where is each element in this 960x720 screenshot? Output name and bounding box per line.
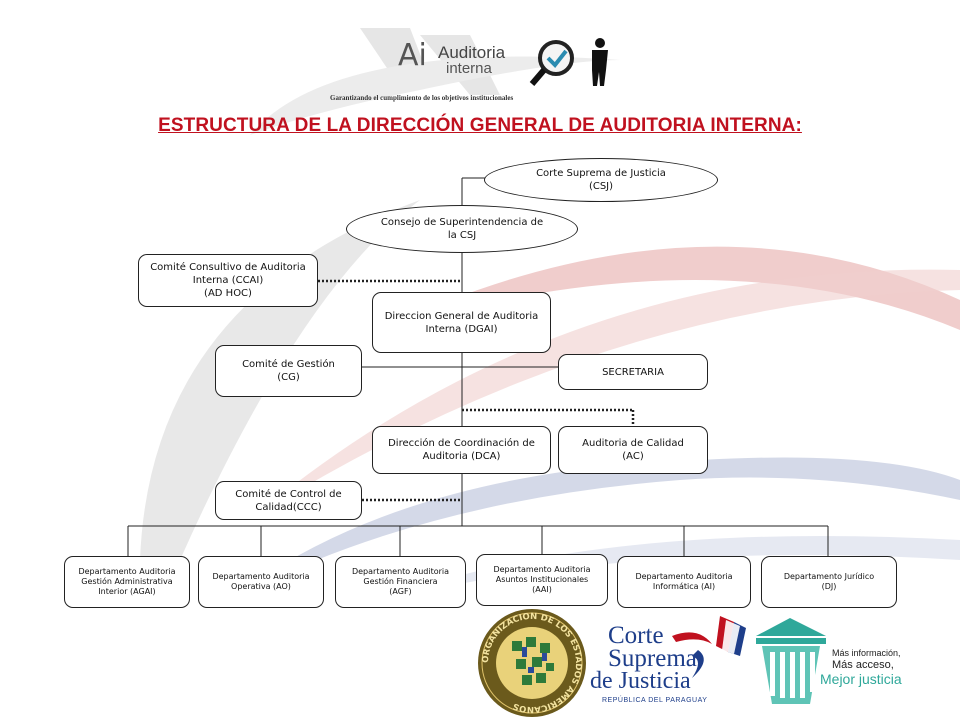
logo-line2: interna [446,60,492,77]
slogan-line2: Más acceso, [832,659,894,671]
node-ccc-label: Comité de Control de Calidad(CCC) [235,488,342,513]
logo-line1: Auditoria [438,43,506,62]
node-dj-label: Departamento Jurídico (DJ) [783,572,875,591]
node-aai: Departamento Auditoria Asuntos Instituci… [476,554,608,606]
node-dj: Departamento Jurídico (DJ) [761,556,897,608]
node-dgai: Direccion General de Auditoria Interna (… [372,292,551,353]
node-csj-label: Corte Suprema de Justicia (CSJ) [536,168,666,192]
node-agf: Departamento Auditoria Gestión Financier… [335,556,466,608]
logo-tagline: Garantizando el cumplimiento de los obje… [330,94,514,102]
node-ai-label: Departamento Auditoria Informática (AI) [635,572,733,591]
node-dca: Dirección de Coordinación de Auditoria (… [372,426,551,474]
node-ccc: Comité de Control de Calidad(CCC) [215,481,362,520]
node-ao-label: Departamento Auditoria Operativa (AO) [212,572,310,591]
node-cg-label: Comité de Gestión (CG) [242,359,335,383]
csj-logo-line2: Suprema [608,645,697,672]
magnifier-person-icon [529,38,608,86]
node-secretaria: SECRETARIA [558,354,708,390]
node-agf-label: Departamento Auditoria Gestión Financier… [351,567,450,596]
node-ai: Departamento Auditoria Informática (AI) [617,556,751,608]
node-agai-label: Departamento Auditoria Gestión Administr… [78,567,176,596]
node-aai-label: Departamento Auditoria Asuntos Instituci… [493,565,591,594]
node-ao: Departamento Auditoria Operativa (AO) [198,556,324,608]
node-ac: Auditoria de Calidad (AC) [558,426,708,474]
node-ccai-label: Comité Consultivo de Auditoria Interna (… [150,262,306,299]
node-consejo: Consejo de Superintendencia de la CSJ [346,205,578,253]
node-dgai-label: Direccion General de Auditoria Interna (… [384,310,539,335]
csj-logo-line3: de Justicia [590,668,691,694]
node-consejo-label: Consejo de Superintendencia de la CSJ [380,217,544,241]
node-ccai: Comité Consultivo de Auditoria Interna (… [138,254,318,307]
slogan-line1: Más información, [832,648,901,658]
node-cg: Comité de Gestión (CG) [215,345,362,397]
page-title: ESTRUCTURA DE LA DIRECCIÓN GENERAL DE AU… [158,115,802,136]
node-secretaria-label: SECRETARIA [602,366,664,378]
csj-swoosh-icon [672,632,712,678]
node-agai: Departamento Auditoria Gestión Administr… [64,556,190,608]
building-icon [756,618,826,704]
paraguay-flag-icon [716,616,746,656]
csj-logo-line1: Corte [608,622,664,649]
node-csj: Corte Suprema de Justicia (CSJ) [484,158,718,202]
oea-seal-icon: ORGANIZACION DE LOS ESTADOS AMERICANOS [478,609,586,717]
node-dca-label: Dirección de Coordinación de Auditoria (… [388,438,535,462]
logo-ai-letters: Ai [398,38,427,73]
slogan-line3: Mejor justicia [820,671,902,687]
node-ac-label: Auditoria de Calidad (AC) [582,438,684,462]
csj-logo-subtitle: REPÚBLICA DEL PARAGUAY [602,697,708,704]
